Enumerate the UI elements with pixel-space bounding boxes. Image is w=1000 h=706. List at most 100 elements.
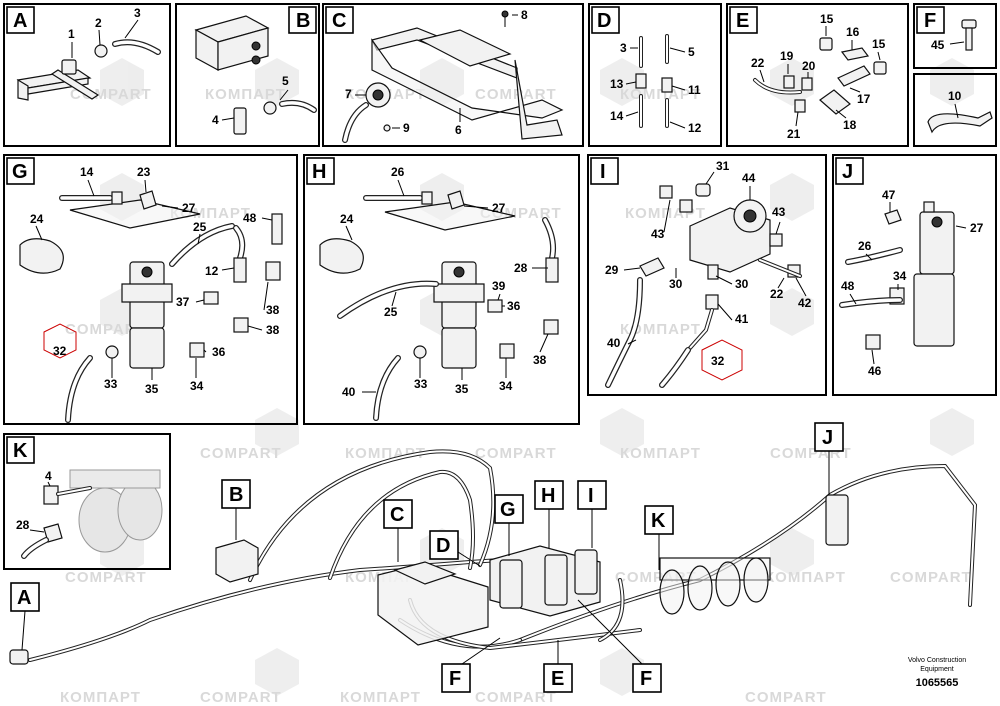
part-number: 22: [751, 56, 765, 70]
panel-label: D: [597, 10, 611, 32]
panel-label: B: [296, 10, 310, 32]
part-number: 14: [80, 165, 94, 179]
part-number: 13: [610, 77, 624, 91]
part-number: 27: [970, 221, 984, 235]
detail-panel-j: J 47 27 26 34 48 46: [832, 154, 997, 396]
part-number: 16: [846, 25, 860, 39]
machine-overview: [9, 449, 978, 665]
part-number: 3: [134, 6, 141, 20]
part-number: 48: [243, 211, 257, 225]
part-number: 39: [492, 279, 506, 293]
maker-line-2: Equipment: [920, 666, 954, 673]
highlight-marker: [43, 323, 77, 359]
part-number: 24: [340, 212, 354, 226]
part-number: 4: [45, 469, 52, 483]
part-number: 34: [499, 379, 513, 393]
watermark-text: COMPART: [745, 689, 827, 706]
detail-panel-d: D 3 5 13 11 14 12: [588, 3, 722, 147]
part-number: 12: [688, 121, 702, 135]
detail-panel-a: A 1 2 3: [3, 3, 171, 147]
part-number: 14: [610, 109, 624, 123]
part-number: 45: [931, 38, 945, 52]
panel-label: I: [600, 161, 606, 183]
panel-label: H: [312, 161, 326, 183]
watermark-text: КОМПАРТ: [340, 689, 421, 706]
part-number: 48: [841, 279, 855, 293]
part-number: 5: [688, 45, 695, 59]
part-number: 28: [16, 518, 30, 532]
part-number: 9: [403, 121, 410, 135]
part-number: 30: [735, 277, 749, 291]
detail-panel-e: E 15 16 15 22 19 20 17 21 18: [726, 3, 909, 147]
part-number: 41: [735, 312, 749, 326]
part-number: 30: [669, 277, 683, 291]
part-number: 31: [716, 159, 730, 173]
part-number: 12: [205, 264, 219, 278]
part-number: 40: [342, 385, 356, 399]
watermark-text: КОМПАРТ: [620, 321, 701, 338]
part-number: 35: [145, 382, 159, 396]
part-number: 28: [514, 261, 528, 275]
watermark-text: КОМПАРТ: [170, 205, 251, 222]
part-number: 35: [455, 382, 469, 396]
part-number: 1: [68, 27, 75, 41]
part-number: 47: [882, 188, 896, 202]
part-number: 20: [802, 59, 816, 73]
callout-f-right: F: [640, 668, 652, 690]
callout-j: J: [822, 427, 833, 449]
part-number: 15: [820, 12, 834, 26]
watermark-text: COMPART: [475, 86, 557, 103]
part-number: 34: [893, 269, 907, 283]
part-number: 21: [787, 127, 801, 141]
part-number: 36: [212, 345, 226, 359]
part-number: 36: [507, 299, 521, 313]
drawing-footer: Volvo Construction Equipment 1065565: [908, 657, 966, 689]
part-number: 27: [492, 201, 506, 215]
callout-h: H: [541, 485, 555, 507]
watermark-text: COMPART: [890, 569, 972, 586]
part-number: 26: [391, 165, 405, 179]
panel-label: G: [12, 161, 28, 183]
part-number: 18: [843, 118, 857, 132]
maker-line-1: Volvo Construction: [908, 657, 966, 664]
part-number: 38: [266, 323, 280, 337]
part-number: 46: [868, 364, 882, 378]
watermark-text: COMPART: [475, 445, 557, 462]
watermark-text: КОМПАРТ: [60, 689, 141, 706]
part-number: 38: [533, 353, 547, 367]
part-number: 8: [521, 8, 528, 22]
part-number: 23: [137, 165, 151, 179]
part-number: 3: [620, 41, 627, 55]
detail-panel-h: H 26 27 24 28 39 36 25 38 40 33 35 34: [303, 154, 580, 425]
callout-a: A: [17, 587, 31, 609]
part-number: 25: [384, 305, 398, 319]
detail-panel-g: G 14 23 27 24 48 25 12 37 38 38 32 36 33…: [3, 154, 298, 425]
part-number: 17: [857, 92, 871, 106]
panel-label: A: [13, 10, 27, 32]
watermark-text: COMPART: [200, 445, 282, 462]
drawing-number: 1065565: [916, 677, 959, 689]
part-number: 2: [95, 16, 102, 30]
watermark-text: COMPART: [200, 689, 282, 706]
part-number: 27: [182, 201, 196, 215]
part-number: 44: [742, 171, 756, 185]
watermark-text: COMPART: [475, 689, 557, 706]
part-number: 19: [780, 49, 794, 63]
panel-label: J: [842, 161, 853, 183]
panel-label: C: [332, 10, 346, 32]
callout-d: D: [436, 535, 450, 557]
detail-panel-i: I 31 44 43 43 29 30 30 22 42 41 40 32: [587, 154, 827, 396]
part-number: 11: [688, 83, 701, 97]
part-number: 33: [414, 377, 428, 391]
part-number: 6: [455, 123, 462, 137]
part-number: 29: [605, 263, 619, 277]
callout-i: I: [588, 485, 594, 507]
part-number: 22: [770, 287, 784, 301]
callout-b: B: [229, 484, 243, 506]
part-number: 43: [772, 205, 786, 219]
watermark-text: COMPART: [65, 569, 147, 586]
part-number: 5: [282, 74, 289, 88]
part-number: 32: [711, 354, 725, 368]
watermark-text: COMPART: [65, 321, 147, 338]
panel-label: K: [13, 440, 28, 462]
